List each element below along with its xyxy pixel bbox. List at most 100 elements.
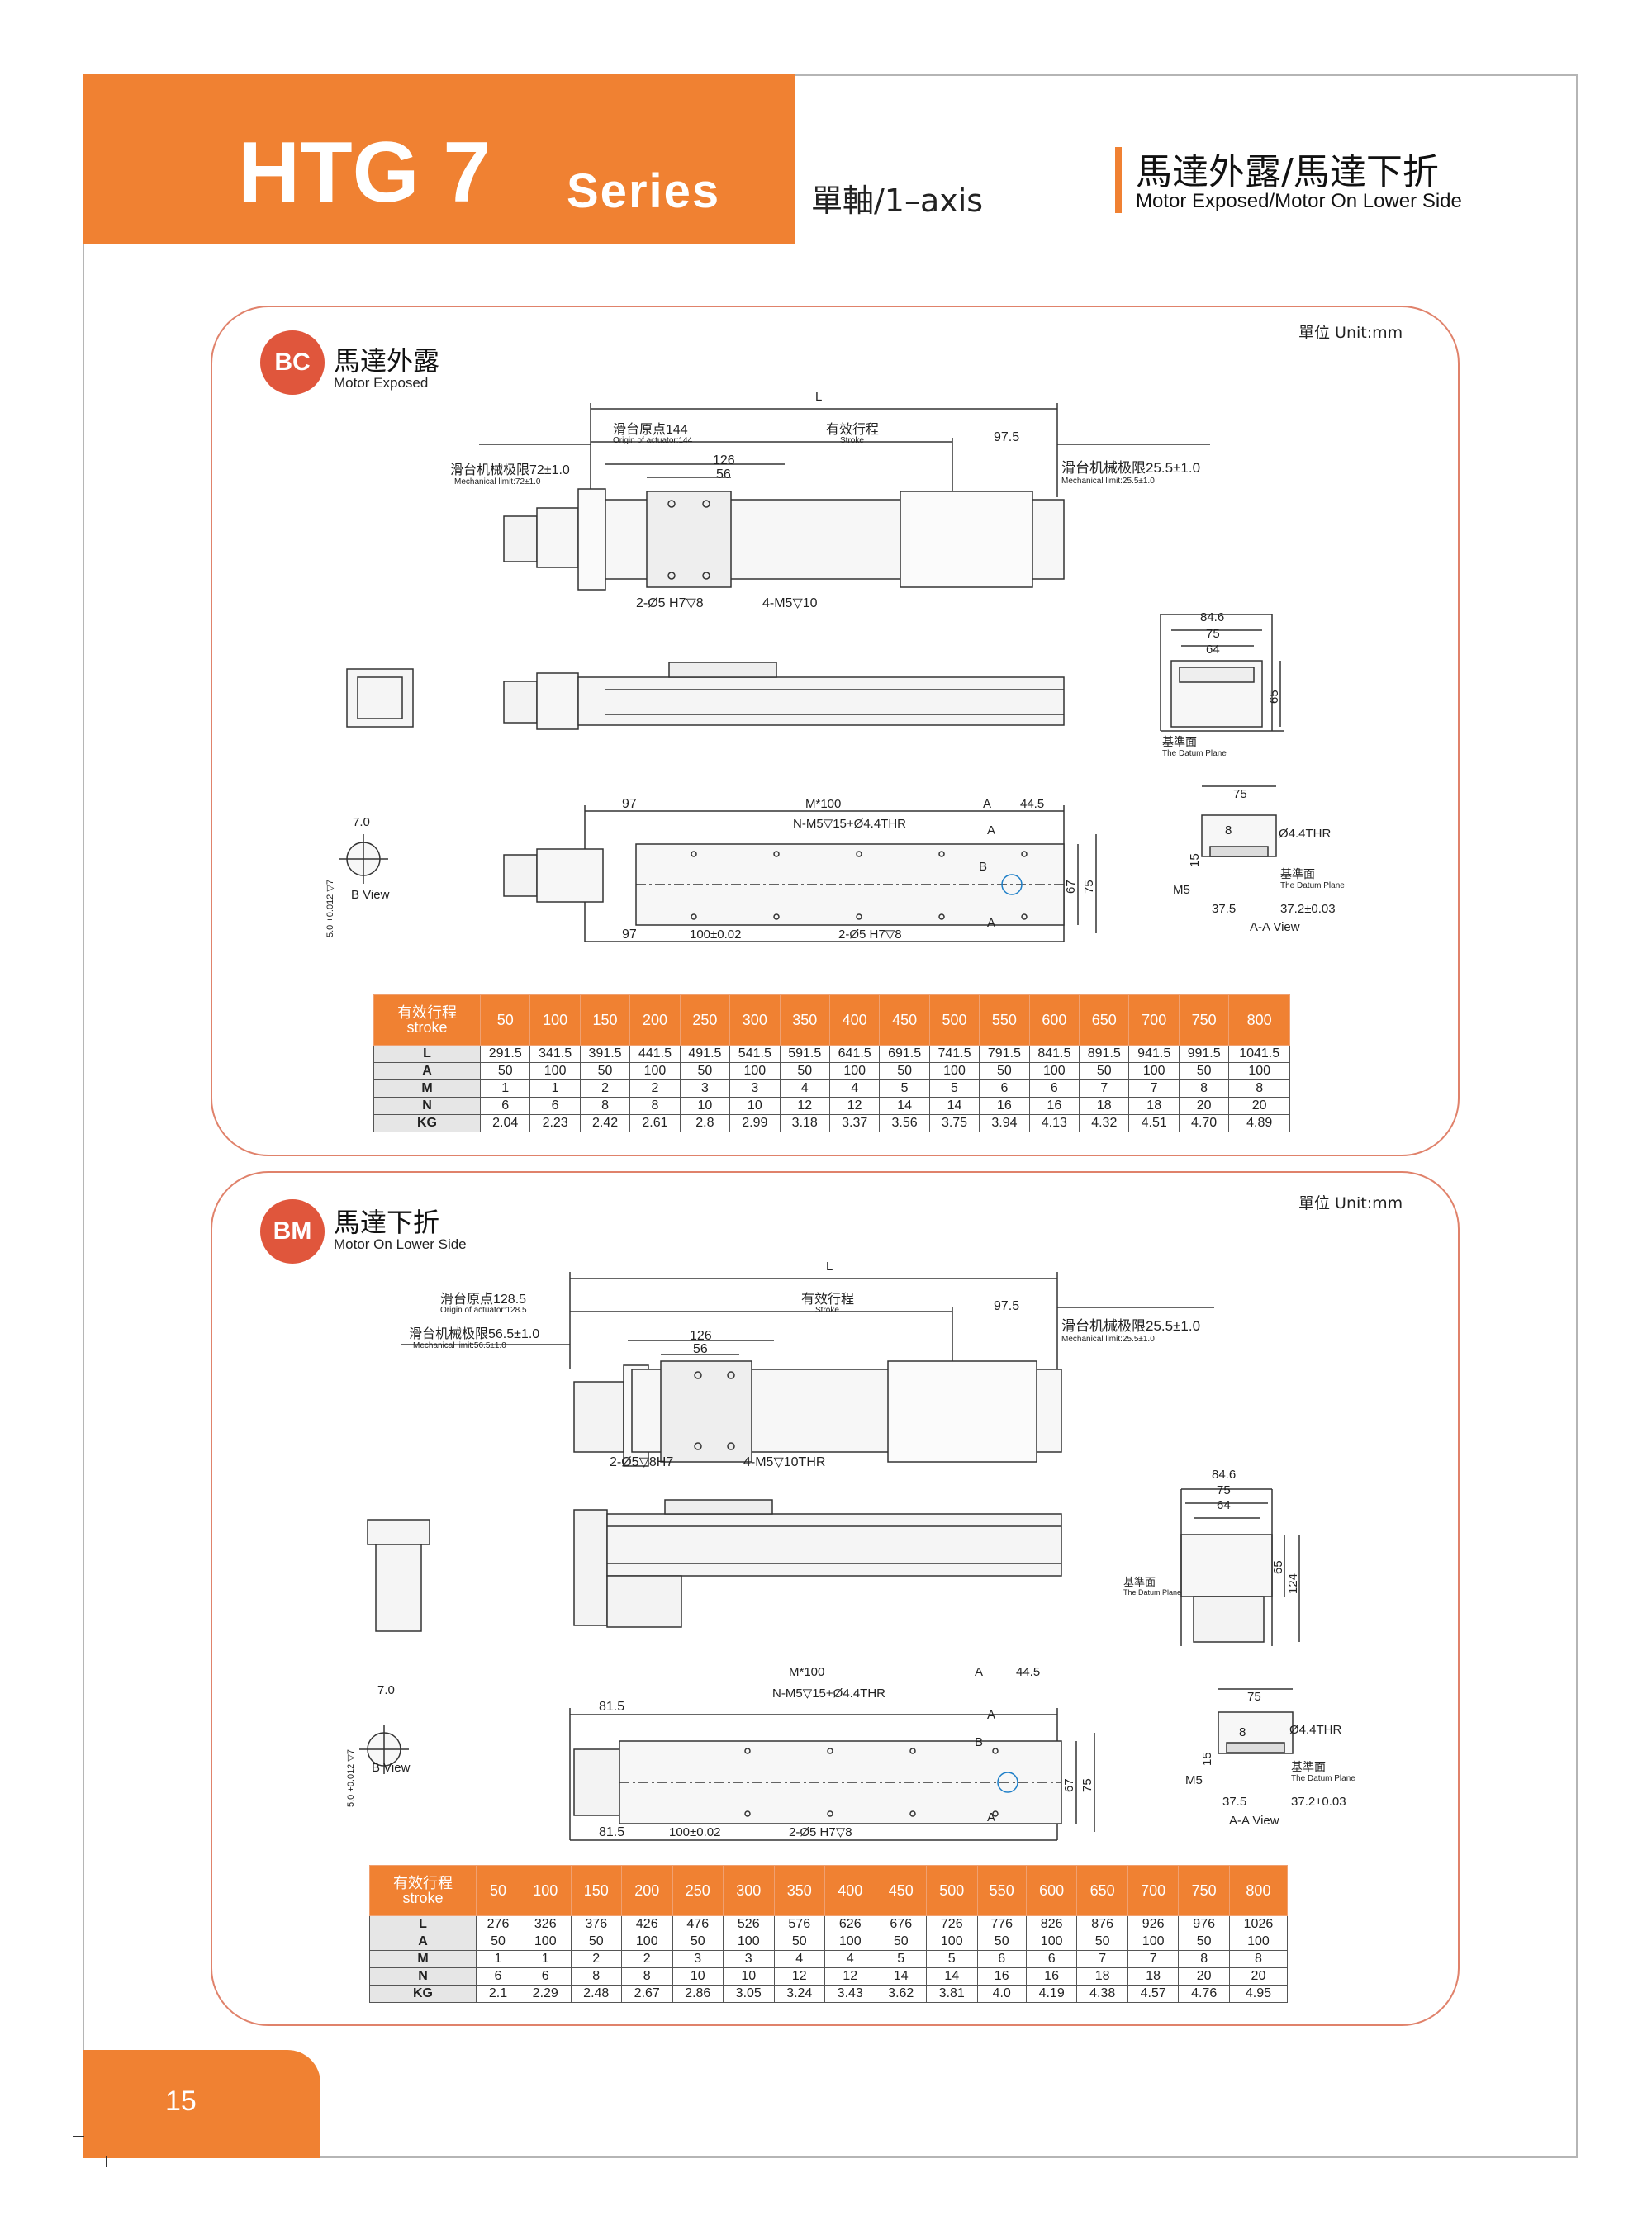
table-cell: 10 (672, 1967, 724, 1986)
datum-label-en: The Datum Plane (1123, 1588, 1181, 1597)
dim-m100: M*100 (789, 1665, 824, 1679)
table-cell: 10 (723, 1967, 775, 1986)
table-cell: 50 (1076, 1933, 1128, 1951)
table-cell: 2.04 (479, 1114, 531, 1132)
table-cell: 4 (824, 1950, 876, 1968)
dim-7: 7.0 (353, 815, 370, 829)
table-cell: 50 (979, 1062, 1030, 1080)
page-title-en: Motor Exposed/Motor On Lower Side (1136, 190, 1462, 212)
table-cell: 12 (779, 1097, 830, 1115)
table-cell: 4 (773, 1950, 825, 1968)
table-cell: 8 (1228, 1950, 1289, 1968)
stroke-label-en: Stroke (815, 1306, 839, 1315)
table-cell: 7 (1128, 1079, 1180, 1098)
stroke-header-cell: 800 (1228, 994, 1290, 1046)
row-label: L (369, 1915, 477, 1933)
table-cell: 991.5 (1178, 1045, 1230, 1063)
row-label: M (373, 1079, 481, 1098)
table-cell: 8 (579, 1097, 631, 1115)
drawing-bm: L 滑台原点128.5 Origin of actuator:128.5 有效行… (346, 1260, 1355, 1841)
table-cell: 10 (729, 1097, 781, 1115)
origin-label-en: Origin of actuator:144 (613, 436, 693, 445)
mech-limit-right-en: Mechanical limit:25.5±1.0 (1061, 477, 1155, 486)
aa-view-label: A-A View (1229, 1814, 1279, 1828)
aa-dim-37-5: 37.5 (1222, 1795, 1246, 1809)
table-cell: 100 (1228, 1933, 1289, 1951)
dim-A: A (983, 797, 991, 811)
dim-126: 126 (690, 1329, 712, 1343)
section-badge-bc: BC (260, 330, 325, 395)
page-title-cn: 馬達外露/馬達下折 (1136, 151, 1439, 193)
datum-label: 基準面 (1162, 735, 1197, 748)
table-cell: 1 (520, 1950, 572, 1968)
table-cell: 3 (672, 1950, 724, 1968)
aa-datum-en: The Datum Plane (1291, 1774, 1355, 1783)
aa-view-label: A-A View (1250, 920, 1300, 934)
table-cell: 100 (1025, 1933, 1078, 1951)
dim-75-bottom: 75 (1080, 1778, 1094, 1792)
table-cell: 100 (1128, 1062, 1180, 1080)
dim-L: L (826, 1260, 833, 1274)
row-label: A (373, 1062, 481, 1080)
table-cell: 7 (1127, 1950, 1180, 1968)
aa-datum-en: The Datum Plane (1280, 881, 1345, 890)
table-cell: 1041.5 (1228, 1045, 1290, 1063)
table-cell: 3.18 (779, 1114, 830, 1132)
table-cell: 4.70 (1178, 1114, 1230, 1132)
table-cell: 926 (1127, 1915, 1180, 1933)
table-cell: 4 (779, 1079, 830, 1098)
section-title-en: Motor Exposed (334, 375, 429, 391)
table-cell: 100 (529, 1062, 581, 1080)
table-cell: 791.5 (979, 1045, 1030, 1063)
stroke-head-cn: 有效行程 (397, 1004, 457, 1021)
dim-97-5: 97.5 (994, 430, 1019, 444)
dim-100: 100±0.02 (669, 1825, 720, 1839)
stroke-header-cell: 50 (476, 1865, 520, 1916)
row-label: L (373, 1045, 481, 1063)
mech-limit-left-en: Mechanical limit:56.5±1.0 (413, 1341, 506, 1350)
stroke-header-cell: 700 (1128, 994, 1180, 1046)
table-cell: 50 (570, 1933, 622, 1951)
stroke-header-cell: 300 (723, 1865, 775, 1916)
b-view-label: B View (372, 1761, 411, 1775)
hole-spec-2: 4-M5▽10THR (743, 1455, 825, 1469)
aa-thr: Ø4.4THR (1279, 827, 1332, 841)
table-cell: 3 (729, 1079, 781, 1098)
table-cell: 50 (1178, 1933, 1230, 1951)
table-cell: 4.13 (1028, 1114, 1080, 1132)
dim-7: 7.0 (377, 1683, 395, 1697)
table-cell: 5 (926, 1950, 978, 1968)
table-cell: 6 (1025, 1950, 1078, 1968)
table-cell: 326 (520, 1915, 572, 1933)
hole-spec-2: 4-M5▽10 (762, 596, 818, 610)
motor-body (503, 515, 538, 562)
thread-spec: N-M5▽15+Ø4.4THR (793, 817, 906, 831)
table-cell: 8 (570, 1967, 622, 1986)
table-cell: 2.48 (570, 1985, 622, 2003)
dim-56: 56 (716, 467, 731, 482)
dim-67: 67 (1062, 1778, 1076, 1792)
section-mark-a-bottom: A (987, 916, 995, 930)
table-cell: 3.43 (824, 1985, 876, 2003)
aa-dim-8: 8 (1239, 1725, 1246, 1739)
stroke-header-cell: 450 (879, 994, 930, 1046)
table-cell: 1 (476, 1950, 520, 1968)
table-cell: 20 (1228, 1097, 1290, 1115)
table-cell: 50 (779, 1062, 830, 1080)
thread-spec: N-M5▽15+Ø4.4THR (772, 1687, 885, 1701)
aa-thr: Ø4.4THR (1289, 1723, 1342, 1737)
table-cell: 341.5 (529, 1045, 581, 1063)
header-banner (83, 74, 795, 244)
table-cell: 2.1 (476, 1985, 520, 2003)
table-cell: 14 (926, 1967, 978, 1986)
table-cell: 1026 (1228, 1915, 1289, 1933)
unit-label: 單位 Unit:mm (1298, 1194, 1403, 1212)
table-cell: 3 (723, 1950, 775, 1968)
section-panel-bm (211, 1171, 1460, 2026)
